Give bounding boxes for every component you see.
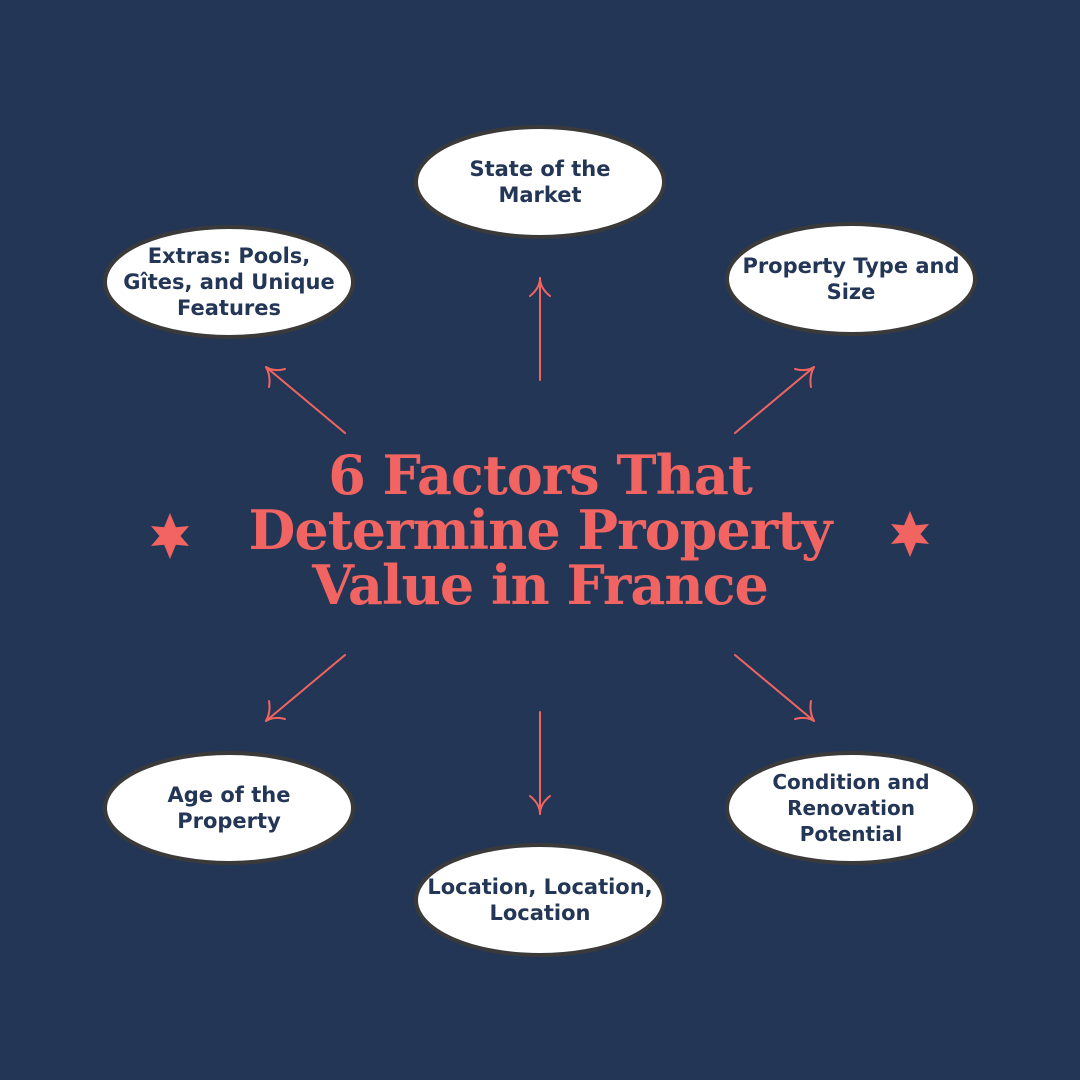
arrow-down-left [265,654,346,722]
factor-node-condition: Condition and Renovation Potential [727,753,975,863]
node-ellipse-extras [103,225,355,339]
factor-label: Age of the Property [167,783,291,833]
factor-node-type: Property Type and Size [727,224,975,334]
arrow-up-right [734,366,815,434]
star-icon [891,511,929,557]
factor-node-location: Location, Location, Location [416,845,664,955]
factor-label: Extras: Pools, Gîtes, and Unique Feature… [123,244,335,320]
arrow-down [529,711,551,815]
node-ellipse-age [103,751,355,865]
node-ellipse-location [414,843,666,957]
node-ellipse-market [414,125,666,239]
arrow-up [529,277,551,381]
factor-label: Condition and Renovation Potential [772,770,930,846]
factor-node-age: Age of the Property [105,753,353,863]
diagram-title: 6 Factors That Determine Property Value … [248,443,833,617]
factor-node-market: State of the Market [416,127,664,237]
factor-label: State of the Market [469,157,611,207]
factor-label: Property Type and Size [742,254,960,304]
arrow-down-right [734,654,815,722]
node-ellipse-condition [725,751,977,865]
factor-label: Location, Location, Location [427,875,653,925]
star-icon [151,513,189,559]
arrow-up-left [265,366,346,434]
node-ellipse-type [725,222,977,336]
factor-node-extras: Extras: Pools, Gîtes, and Unique Feature… [105,227,353,337]
